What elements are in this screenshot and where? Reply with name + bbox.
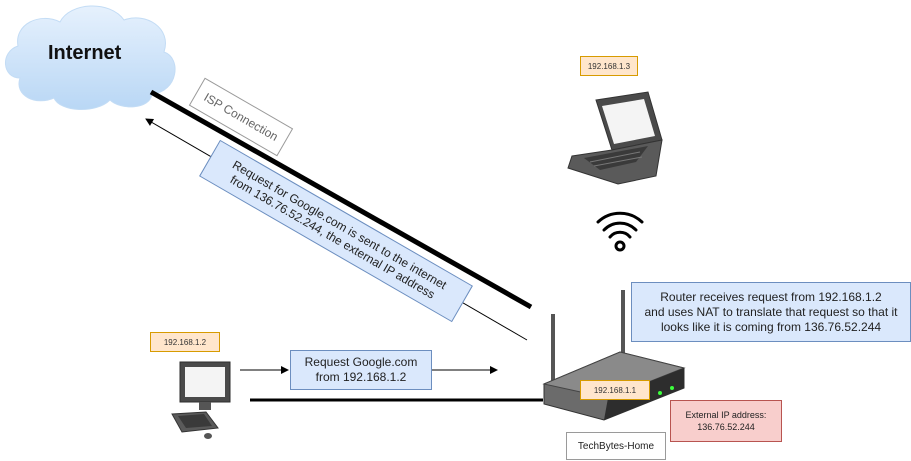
router-name-box: TechBytes-Home xyxy=(566,432,666,460)
laptop-icon xyxy=(567,91,663,185)
desktop-ip-tag: 192.168.1.2 xyxy=(150,332,220,352)
laptop-ip-tag: 192.168.1.3 xyxy=(580,56,638,76)
router-note-line-3: looks like it is coming from 136.76.52.2… xyxy=(660,319,882,334)
internet-cloud-icon xyxy=(5,5,176,111)
router-name-label: TechBytes-Home xyxy=(577,440,655,452)
router-note-line-1: Router receives request from 192.168.1.2 xyxy=(660,289,882,304)
request-note: Request Google.com from 192.168.1.2 xyxy=(290,350,432,390)
desktop-ip-label: 192.168.1.2 xyxy=(163,337,207,347)
router-nat-note: Router receives request from 192.168.1.2… xyxy=(631,282,911,342)
internet-label: Internet xyxy=(48,42,122,64)
router-note-line-2: and uses NAT to translate that request s… xyxy=(644,304,898,319)
external-ip-line-1: External IP address: xyxy=(685,410,767,420)
wifi-icon xyxy=(596,211,644,252)
laptop-ip-label: 192.168.1.3 xyxy=(587,61,631,71)
isp-connection-line xyxy=(149,89,533,310)
request-note-line-2: from 192.168.1.2 xyxy=(315,370,407,384)
external-ip-box: External IP address: 136.76.52.244 xyxy=(670,400,782,442)
external-ip-line-2: 136.76.52.244 xyxy=(697,422,755,432)
request-note-line-1: Request Google.com xyxy=(304,355,418,369)
router-ip-label: 192.168.1.1 xyxy=(593,385,637,395)
desktop-computer-icon xyxy=(171,361,231,439)
router-ip-tag: 192.168.1.1 xyxy=(580,380,650,400)
